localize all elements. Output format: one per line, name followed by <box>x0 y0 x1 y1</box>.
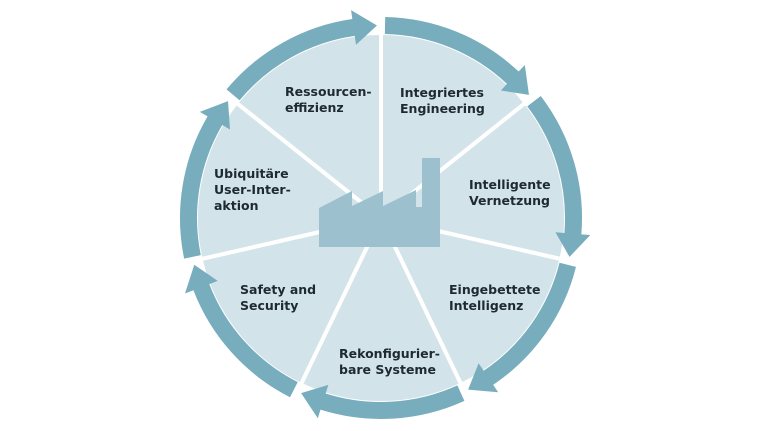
segment-label-safety-and-security: Safety and Security <box>240 282 320 313</box>
cycle-arrow-icon <box>468 262 576 393</box>
cycle-arrow-icon <box>180 101 231 259</box>
segment-label-rekonfigurierbare-systeme: Rekonfigurier- bare Systeme <box>339 346 444 377</box>
segment-label-ubiquitaere-user-interaktion: Ubiquitäre User-Inter- aktion <box>214 166 295 213</box>
segment-label-integriertes-engineering: Integriertes Engineering <box>400 85 488 116</box>
segment-label-intelligente-vernetzung: Intelligente Vernetzung <box>469 177 555 208</box>
segment-label-eingebettete-intelligenz: Eingebettete Intelligenz <box>449 282 545 313</box>
cycle-arrow-icon <box>384 17 529 95</box>
factory-icon <box>319 158 440 247</box>
cycle-arrow-icon <box>185 264 298 398</box>
segment-label-ressourceneffizienz: Ressourcen- effizienz <box>285 84 376 115</box>
cycle-arrow-icon <box>226 10 377 101</box>
cycle-arrow-icon <box>301 384 465 420</box>
cycle-arrow-icon <box>527 95 591 257</box>
